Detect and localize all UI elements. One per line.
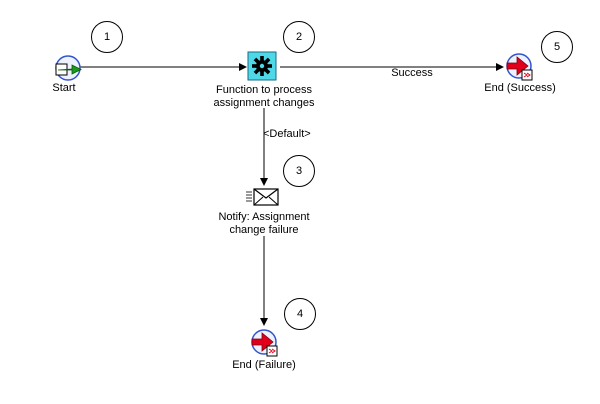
start-arrow-icon[interactable] (55, 55, 82, 81)
step-number-badge: 4 (284, 298, 316, 330)
notify-node-label: Notify: Assignment change failure (204, 211, 324, 237)
step-number-badge: 2 (283, 21, 315, 53)
edge-label-default: <Default> (263, 128, 311, 140)
end-arrow-icon[interactable] (251, 329, 278, 357)
envelope-notification-icon[interactable] (246, 188, 279, 206)
step-number-badge: 5 (541, 31, 573, 63)
step-number-badge: 1 (91, 21, 123, 53)
start-node-label: Start (52, 82, 76, 94)
edge-label-success: Success (391, 67, 433, 79)
notify-node-label-line2: change failure (229, 224, 299, 236)
end-success-node-label: End (Success) (484, 82, 556, 94)
step-number-badge: 3 (283, 155, 315, 187)
function-node-label-line1: Function to process (216, 84, 312, 96)
end-arrow-icon[interactable] (506, 53, 533, 81)
notify-node-label-line1: Notify: Assignment (218, 211, 310, 223)
function-node-label-line2: assignment changes (213, 97, 315, 109)
function-node-label: Function to process assignment changes (200, 84, 328, 110)
end-failure-node-label: End (Failure) (232, 359, 296, 371)
gear-function-icon[interactable] (247, 51, 277, 81)
